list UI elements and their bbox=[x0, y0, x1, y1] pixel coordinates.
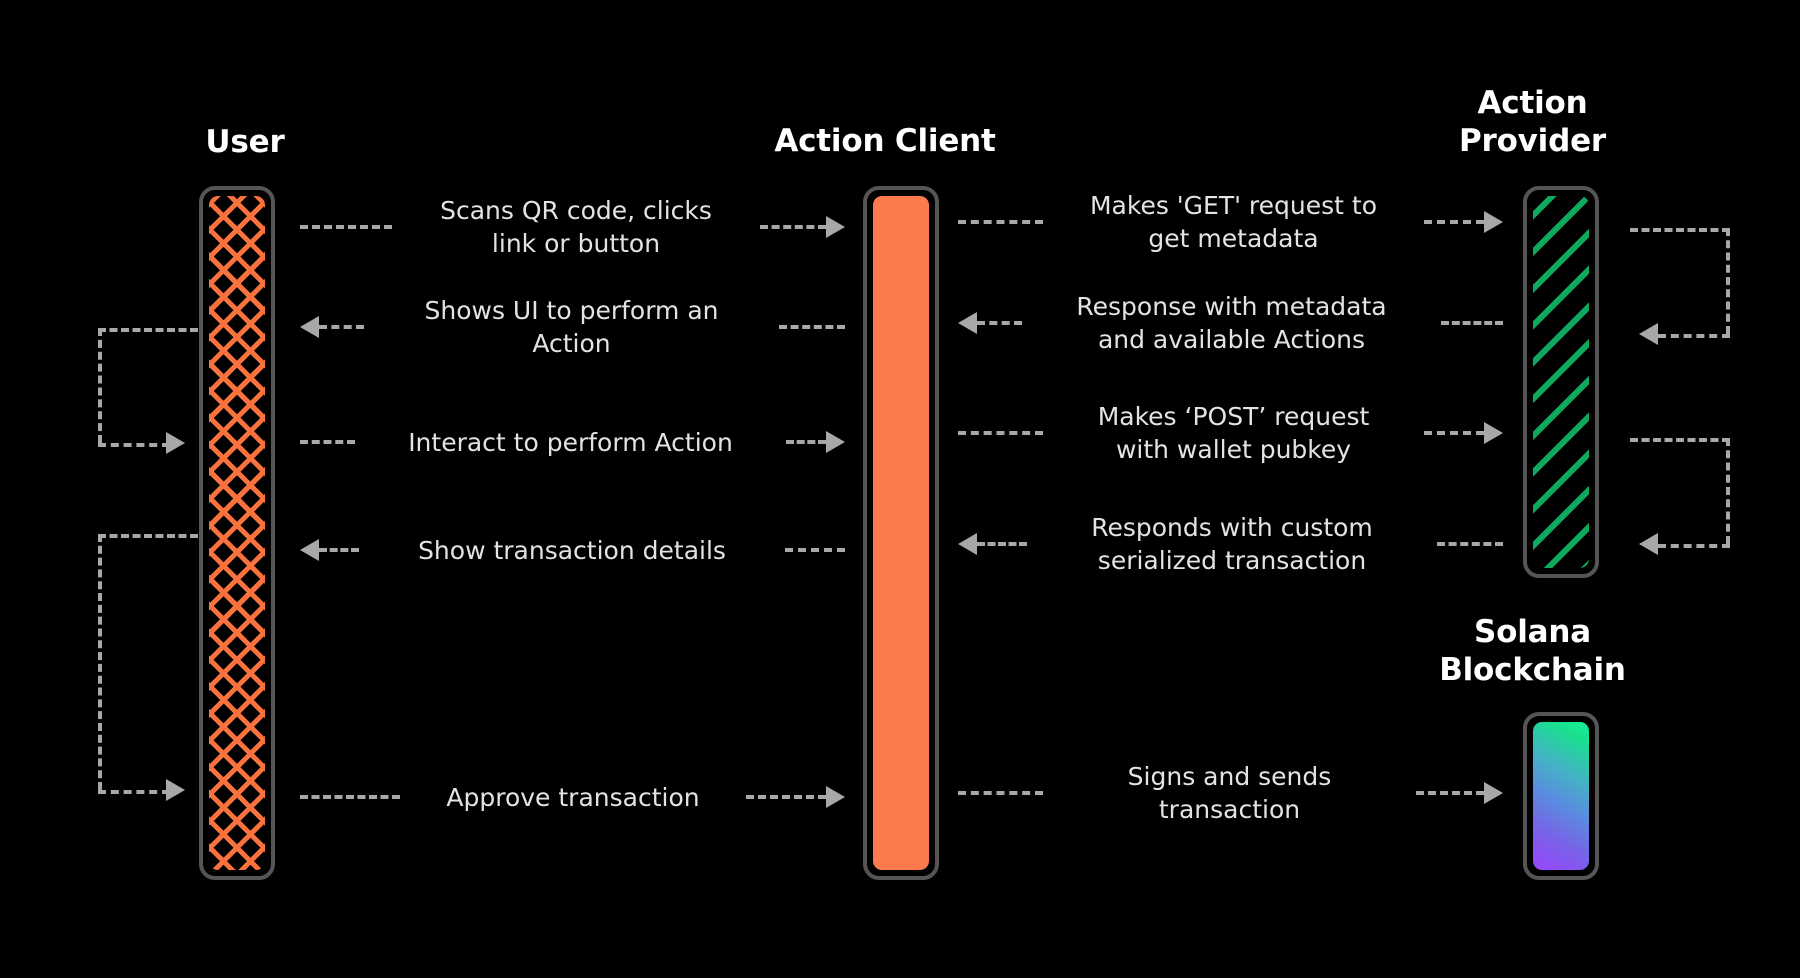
dash-segment bbox=[1416, 791, 1484, 795]
dash-segment bbox=[958, 431, 1043, 435]
lifeline-action-provider-pattern bbox=[1533, 196, 1589, 568]
message-response-with-metadata: Response with metadata and available Act… bbox=[958, 286, 1503, 360]
lifeline-user-pattern bbox=[209, 196, 265, 870]
arrow-right-icon bbox=[826, 216, 845, 238]
message-label: Response with metadata and available Act… bbox=[1076, 292, 1387, 354]
participant-title-solana: Solana Blockchain bbox=[1439, 614, 1626, 688]
lifeline-user bbox=[199, 186, 275, 880]
participant-title-client: Action Client bbox=[774, 123, 996, 159]
dash-segment bbox=[958, 791, 1043, 795]
loop-bottom-segment bbox=[1658, 544, 1730, 548]
dash-segment bbox=[300, 225, 392, 229]
arrow-right-icon bbox=[1484, 782, 1503, 804]
dash-segment bbox=[746, 795, 826, 799]
dash-segment bbox=[1424, 220, 1484, 224]
dash-segment bbox=[786, 440, 826, 444]
arrow-left-icon bbox=[300, 316, 319, 338]
loop-top-segment bbox=[1630, 438, 1730, 442]
message-approve-transaction: Approve transaction bbox=[300, 760, 845, 834]
arrow-left-icon bbox=[958, 533, 977, 555]
message-label: Show transaction details bbox=[418, 535, 726, 565]
lifeline-solana-gradient bbox=[1533, 722, 1589, 870]
arrow-right-icon bbox=[826, 786, 845, 808]
loop-side-segment bbox=[1726, 228, 1730, 334]
message-label: Scans QR code, clicks link or button bbox=[440, 196, 712, 258]
message-responds-with-transaction: Responds with custom serialized transact… bbox=[958, 507, 1503, 581]
message-label: Makes ‘POST’ request with wallet pubkey bbox=[1097, 402, 1370, 464]
message-signs-and-sends-transaction: Signs and sends transaction bbox=[958, 756, 1503, 830]
dash-segment bbox=[300, 795, 400, 799]
message-label: Makes 'GET' request to get metadata bbox=[1089, 191, 1378, 253]
message-label: Shows UI to perform an Action bbox=[424, 296, 719, 358]
dash-segment bbox=[300, 440, 355, 444]
message-makes-get-request: Makes 'GET' request to get metadata bbox=[958, 185, 1503, 259]
loop-top-segment bbox=[98, 328, 198, 332]
arrow-left-icon bbox=[1639, 323, 1658, 345]
message-makes-post-request: Makes ‘POST’ request with wallet pubkey bbox=[958, 396, 1503, 470]
loop-bottom-segment bbox=[98, 790, 170, 794]
arrow-right-icon bbox=[166, 779, 185, 801]
dash-segment bbox=[1441, 321, 1503, 325]
dash-segment bbox=[977, 542, 1027, 546]
arrow-left-icon bbox=[300, 539, 319, 561]
lifeline-action-provider bbox=[1523, 186, 1599, 578]
loop-top-segment bbox=[1630, 228, 1730, 232]
dash-segment bbox=[785, 548, 845, 552]
arrow-left-icon bbox=[958, 312, 977, 334]
self-loop-user-bottom bbox=[98, 534, 198, 801]
arrow-right-icon bbox=[826, 431, 845, 453]
self-loop-user-top bbox=[98, 328, 198, 454]
dash-segment bbox=[977, 321, 1022, 325]
message-label: Signs and sends transaction bbox=[1127, 762, 1332, 824]
lifeline-solana-blockchain bbox=[1523, 712, 1599, 880]
message-shows-ui: Shows UI to perform an Action bbox=[300, 290, 845, 364]
loop-side-segment bbox=[98, 328, 102, 443]
participant-title-provider: Action Provider bbox=[1458, 85, 1607, 159]
message-show-transaction-details: Show transaction details bbox=[300, 513, 845, 587]
loop-side-segment bbox=[1726, 438, 1730, 544]
dash-segment bbox=[760, 225, 826, 229]
participant-title-user: User bbox=[205, 124, 285, 160]
message-label: Responds with custom serialized transact… bbox=[1091, 513, 1373, 575]
lifeline-action-client bbox=[863, 186, 939, 880]
message-scans-qr-code: Scans QR code, clicks link or button bbox=[300, 190, 845, 264]
dash-segment bbox=[319, 548, 359, 552]
arrow-right-icon bbox=[1484, 422, 1503, 444]
loop-bottom-segment bbox=[1658, 334, 1730, 338]
loop-top-segment bbox=[98, 534, 198, 538]
arrow-right-icon bbox=[166, 432, 185, 454]
dash-segment bbox=[319, 325, 364, 329]
self-loop-provider-top bbox=[1630, 228, 1730, 345]
self-loop-provider-bottom bbox=[1630, 438, 1730, 555]
dash-segment bbox=[1437, 542, 1503, 546]
dash-segment bbox=[958, 220, 1043, 224]
loop-side-segment bbox=[98, 534, 102, 790]
loop-bottom-segment bbox=[98, 443, 170, 447]
lifeline-action-client-fill bbox=[873, 196, 929, 870]
dash-segment bbox=[779, 325, 845, 329]
message-label: Approve transaction bbox=[446, 782, 700, 812]
message-label: Interact to perform Action bbox=[408, 427, 733, 457]
dash-segment bbox=[1424, 431, 1484, 435]
arrow-left-icon bbox=[1639, 533, 1658, 555]
message-interact-to-perform-action: Interact to perform Action bbox=[300, 405, 845, 479]
arrow-right-icon bbox=[1484, 211, 1503, 233]
